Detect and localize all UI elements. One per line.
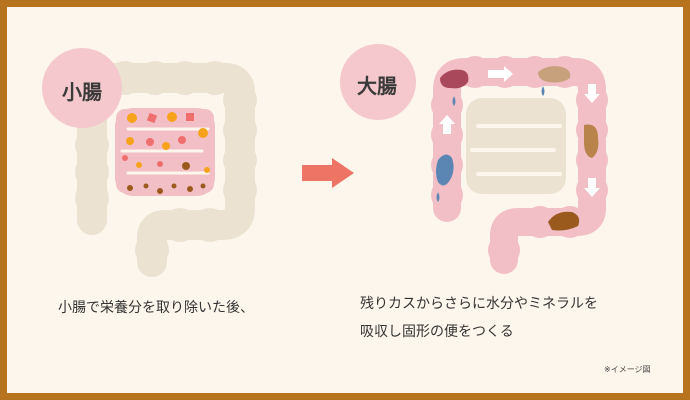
stool bbox=[548, 211, 580, 231]
right-arrow-icon bbox=[302, 158, 354, 188]
image-note: ※イメージ図 bbox=[604, 365, 651, 374]
white-arrow-icon bbox=[439, 66, 600, 197]
large-intestine-illustration bbox=[431, 56, 608, 274]
waste-mass bbox=[538, 66, 571, 83]
large-intestine-caption-line2: 吸収し固形の便をつくる bbox=[360, 324, 514, 340]
waste-mass bbox=[440, 69, 469, 89]
small-intestine-badge bbox=[42, 48, 122, 128]
small-intestine-caption: 小腸で栄養分を取り除いた後、 bbox=[58, 300, 254, 316]
large-intestine-label: 大腸 bbox=[357, 74, 397, 98]
small-intestine-label: 小腸 bbox=[62, 80, 102, 104]
nutrient-particles bbox=[122, 112, 210, 194]
waste-mass bbox=[584, 124, 599, 158]
large-intestine-caption-line1: 残りカスからさらに水分やミネラルを bbox=[360, 296, 598, 312]
water-mass bbox=[436, 154, 454, 186]
water-drop-icon bbox=[436, 86, 545, 202]
large-intestine-badge bbox=[340, 44, 416, 120]
inner-small-intestine bbox=[466, 98, 566, 194]
